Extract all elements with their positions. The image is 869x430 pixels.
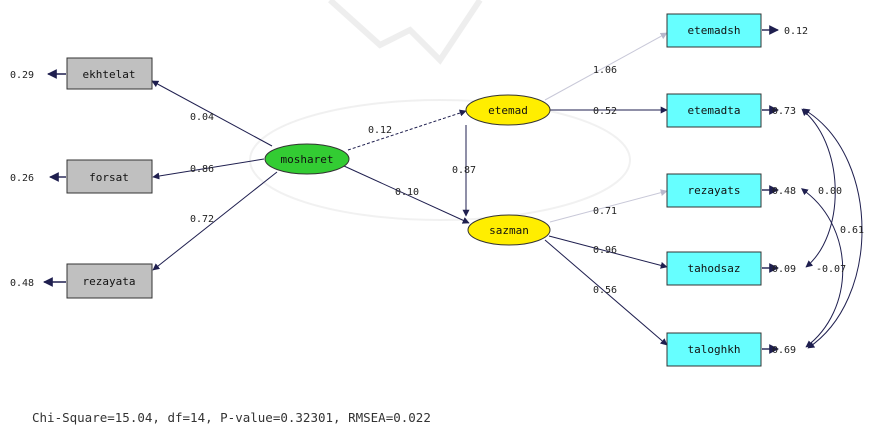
cov-rezayats-taloghkh [801, 188, 844, 348]
path-sazman-rezayats [549, 189, 668, 223]
path-mosharet-sazman [343, 165, 470, 224]
error-etemadsh: 0.12 [784, 26, 808, 37]
cov-etemadta-tahodsaz [801, 108, 836, 268]
error-etemadta: 0.73 [772, 106, 796, 117]
cov-label-rezayats-taloghkh: -0.07 [816, 264, 846, 275]
box-rezayata-label: rezayata [83, 275, 136, 288]
path-label-sazman-tahodsaz: 0.96 [593, 245, 617, 256]
path-label-mosharet-etemad: 0.12 [368, 125, 392, 136]
covariance-curves [801, 108, 863, 349]
path-label-mosharet-forsat: 0.86 [190, 164, 214, 175]
ellipse-sazman [467, 214, 551, 246]
ellipse-mosharet-label: mosharet [281, 153, 334, 166]
ellipse-sazman-label: sazman [489, 224, 529, 237]
path-lines [151, 32, 668, 346]
path-label-etemad-sazman: 0.87 [452, 165, 476, 176]
box-rezayats-label: rezayats [688, 184, 741, 197]
box-forsat-label: forsat [89, 171, 129, 184]
covariance-labels: 0.61 0.00 -0.07 [816, 186, 864, 275]
error-rezayata: 0.48 [10, 278, 34, 289]
ellipse-etemad [465, 94, 551, 126]
box-etemadta [666, 93, 762, 128]
box-etemadsh [666, 13, 762, 48]
observed-right-group: etemadsh etemadta rezayats tahodsaz talo… [666, 13, 762, 367]
box-etemadsh-label: etemadsh [688, 24, 741, 37]
path-label-sazman-rezayats: 0.71 [593, 206, 617, 217]
error-labels: 0.29 0.26 0.48 0.12 0.73 0.48 0.09 0.69 [10, 26, 808, 356]
path-label-mosharet-sazman: 0.10 [395, 187, 419, 198]
error-forsat: 0.26 [10, 173, 34, 184]
path-label-mosharet-rezayata: 0.72 [190, 214, 214, 225]
ellipse-mosharet [264, 143, 350, 175]
box-taloghkh [666, 332, 762, 367]
path-label-mosharet-ekhtelat: 0.04 [190, 112, 214, 123]
ellipse-etemad-label: etemad [488, 104, 528, 117]
path-labels: 0.04 0.86 0.72 0.12 0.10 0.87 1.06 0.52 … [190, 65, 617, 296]
error-ekhtelat: 0.29 [10, 70, 34, 81]
box-etemadta-label: etemadta [688, 104, 741, 117]
fit-statistics: Chi-Square=15.04, df=14, P-value=0.32301… [32, 410, 431, 425]
box-rezayats [666, 173, 762, 208]
box-ekhtelat [66, 57, 153, 90]
watermark-logo [249, 0, 631, 221]
path-sazman-tahodsaz [548, 235, 668, 269]
path-label-sazman-taloghkh: 0.56 [593, 285, 617, 296]
path-mosharet-forsat [152, 158, 265, 180]
path-label-etemad-etemadta: 0.52 [593, 106, 617, 117]
box-taloghkh-label: taloghkh [688, 343, 741, 356]
box-ekhtelat-label: ekhtelat [83, 68, 136, 81]
box-tahodsaz-label: tahodsaz [688, 262, 741, 275]
error-rezayats: 0.48 [772, 186, 796, 197]
observed-left-group: ekhtelat forsat rezayata [66, 57, 153, 299]
error-taloghkh: 0.69 [772, 345, 796, 356]
latent-group: mosharet etemad sazman [264, 94, 551, 246]
path-mosharet-etemad [347, 109, 467, 151]
box-tahodsaz [666, 251, 762, 286]
box-forsat [66, 159, 153, 194]
cov-label-etemadta-taloghkh: 0.61 [840, 225, 864, 236]
cov-label-etemadta-tahodsaz: 0.00 [818, 186, 842, 197]
path-mosharet-ekhtelat [151, 80, 273, 147]
path-mosharet-rezayata [152, 171, 278, 271]
error-tahodsaz: 0.09 [772, 264, 796, 275]
path-sazman-taloghkh [544, 239, 668, 346]
error-arrows [43, 25, 779, 354]
cov-etemadta-taloghkh [802, 108, 863, 349]
path-etemad-etemadsh [544, 32, 668, 101]
box-rezayata [66, 263, 153, 299]
path-label-etemad-etemadsh: 1.06 [593, 65, 617, 76]
